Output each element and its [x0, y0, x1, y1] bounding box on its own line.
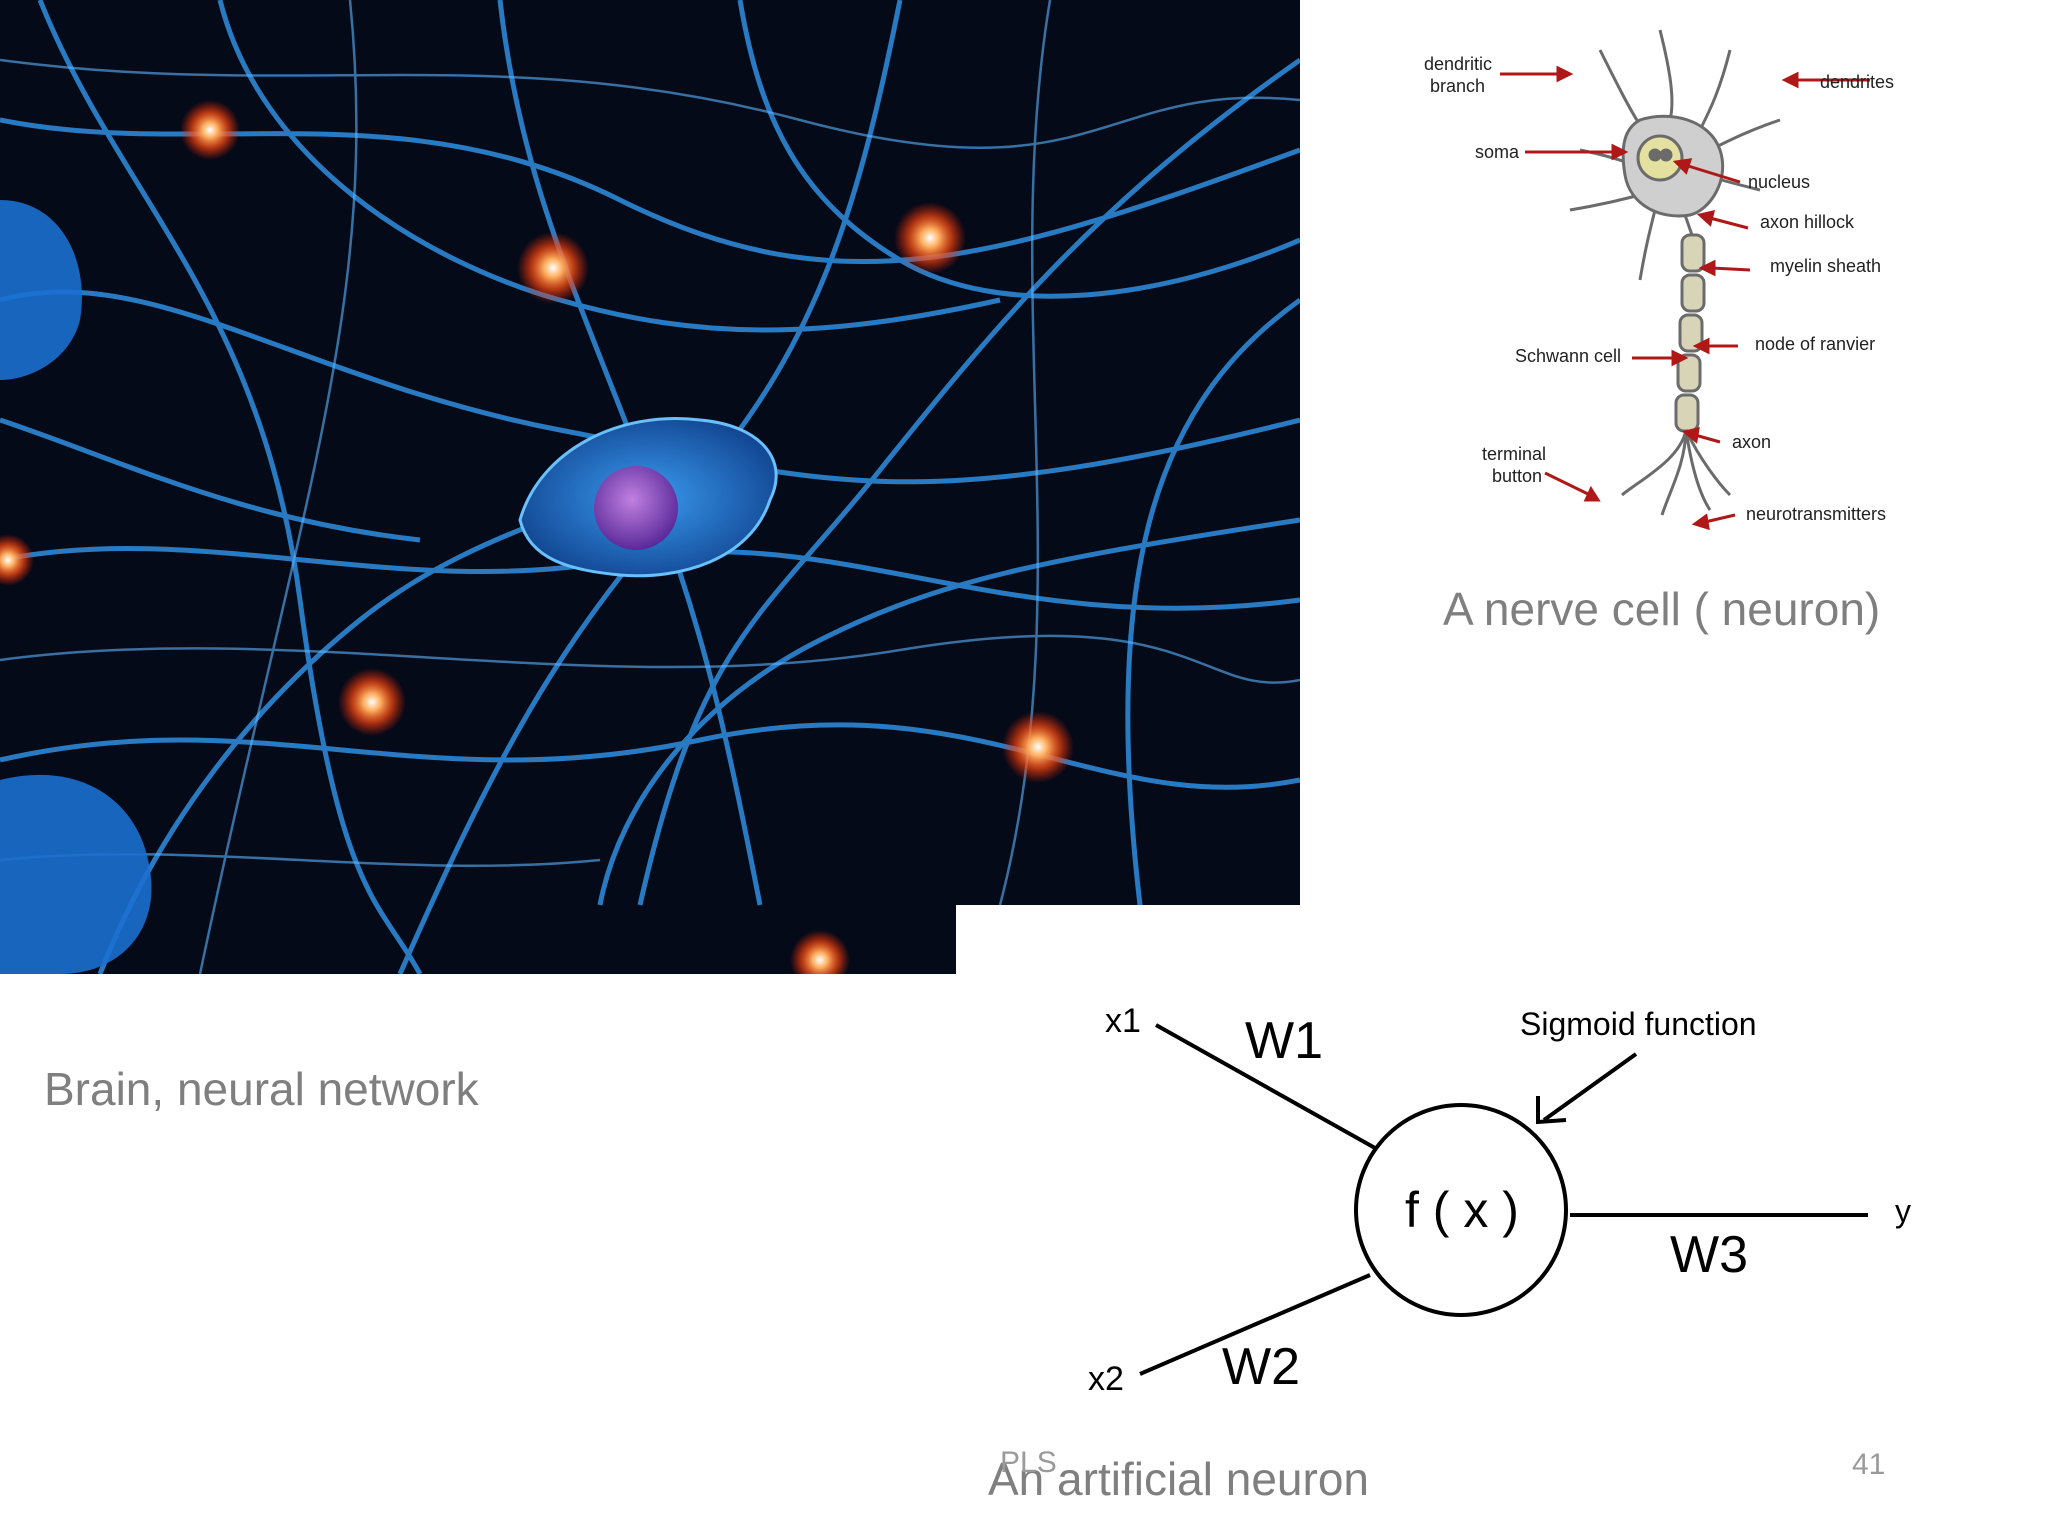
sigmoid-annotation: Sigmoid function — [1520, 1006, 1757, 1042]
label-node-of-ranvier: node of ranvier — [1755, 334, 1875, 354]
label-schwann-cell: Schwann cell — [1515, 346, 1621, 366]
weight-w3-label: W3 — [1670, 1226, 1748, 1284]
output-y-label: y — [1895, 1193, 1911, 1229]
label-terminal-button-1: terminal — [1482, 444, 1546, 464]
nerve-cell-diagram: dendritic branch dendrites soma nucleus … — [1400, 10, 1960, 550]
label-nucleus: nucleus — [1748, 172, 1810, 192]
label-dendritic-branch-1: dendritic — [1424, 54, 1492, 74]
label-axon: axon — [1732, 432, 1771, 452]
page-number: 41 — [1852, 1448, 1886, 1481]
label-neurotransmitters: neurotransmitters — [1746, 504, 1886, 524]
weight-w2-label: W2 — [1222, 1338, 1300, 1396]
label-terminal-button-2: button — [1492, 466, 1542, 486]
caption-artificial-neuron: An artificial neuron — [988, 1453, 1369, 1505]
label-myelin-sheath: myelin sheath — [1770, 256, 1881, 276]
caption-brain-neural-network: Brain, neural network — [44, 1063, 479, 1115]
artificial-neuron-diagram: x1 x2 W1 W2 W3 f ( x ) y Sigmoid functio… — [1080, 990, 1940, 1420]
input-x2-label: x2 — [1088, 1360, 1124, 1398]
caption-nerve-cell: A nerve cell ( neuron) — [1443, 583, 1881, 635]
label-axon-hillock: axon hillock — [1760, 212, 1855, 232]
weight-w1-label: W1 — [1245, 1012, 1323, 1070]
label-dendrites: dendrites — [1820, 72, 1894, 92]
function-label: f ( x ) — [1405, 1182, 1519, 1238]
label-dendritic-branch-2: branch — [1430, 76, 1485, 96]
footer-text: PLS — [1000, 1446, 1057, 1479]
label-soma: soma — [1475, 142, 1520, 162]
brain-neural-network-image — [0, 0, 1300, 974]
input-x1-label: x1 — [1105, 1002, 1141, 1040]
